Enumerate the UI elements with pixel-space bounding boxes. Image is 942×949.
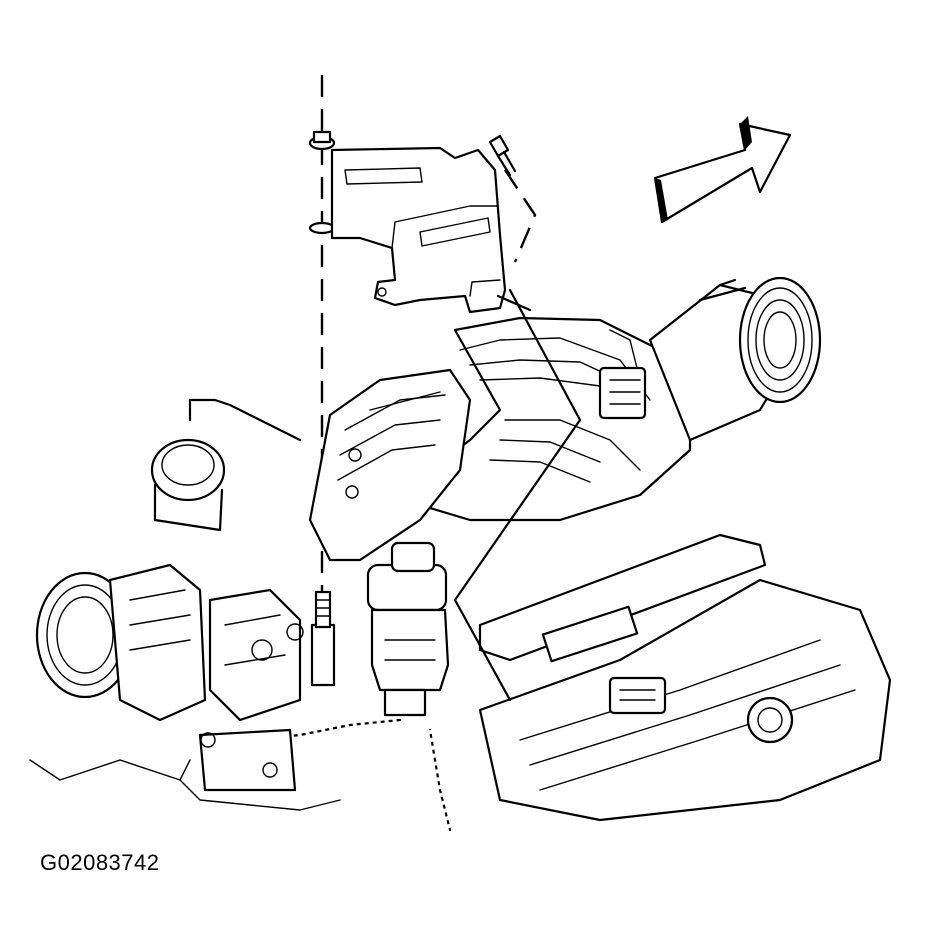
fastener-alignment-line-right xyxy=(504,169,537,263)
lower-bracket xyxy=(198,588,304,792)
bracket xyxy=(330,146,507,314)
egr-valve xyxy=(366,541,450,717)
supercharger-snout xyxy=(648,276,822,442)
bolt-icon xyxy=(308,130,336,235)
mounting-stud xyxy=(310,590,336,687)
bolt-icon xyxy=(488,134,517,177)
resonator xyxy=(150,398,302,532)
leader-lines xyxy=(453,288,582,702)
figure-caption: G02083742 xyxy=(40,850,160,875)
valve-cover xyxy=(478,578,892,822)
intake-plenum xyxy=(308,368,472,562)
supercharger xyxy=(418,316,692,522)
throttle-body xyxy=(35,563,207,722)
forward-direction-arrow-icon xyxy=(653,116,792,224)
fuel-rail xyxy=(478,533,767,715)
engine-block-left xyxy=(29,759,341,811)
